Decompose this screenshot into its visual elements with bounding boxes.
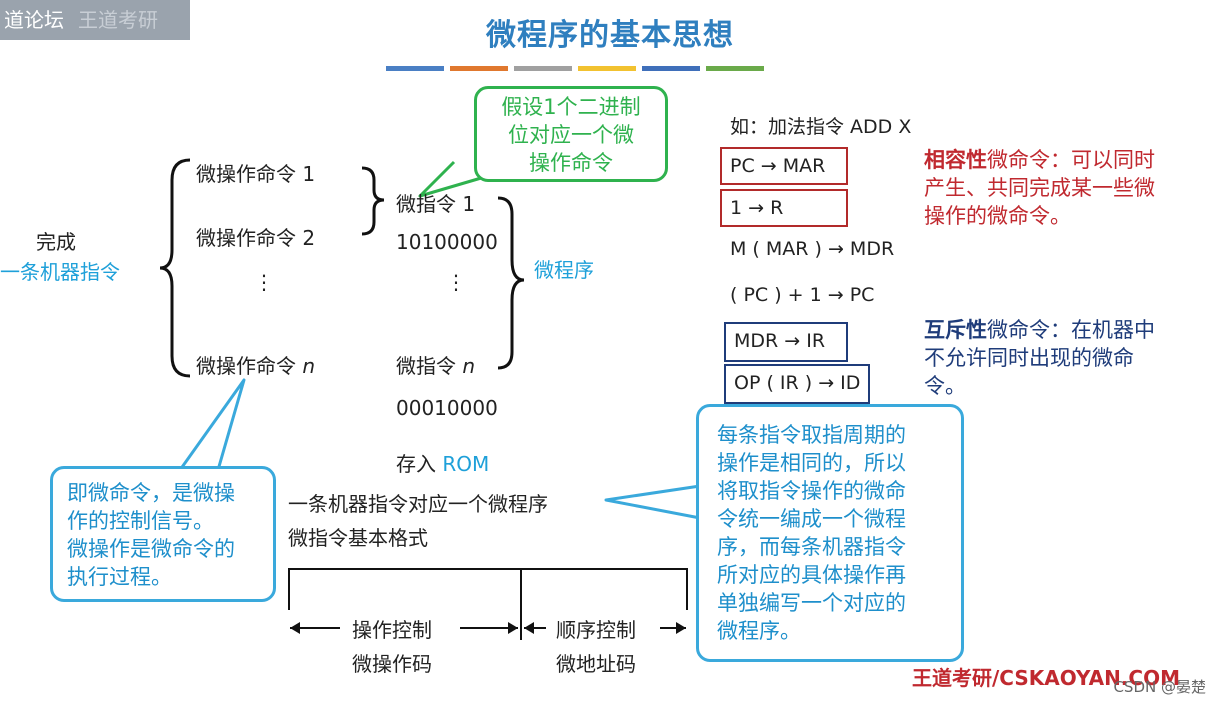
right-callout-line-8: 微程序。 xyxy=(717,619,801,643)
field-control-top: 操作控制 xyxy=(352,618,432,642)
right-callout-line-6: 所对应的具体操作再 xyxy=(717,563,906,587)
micro-command-callout: 即微命令，是微操 作的控制信号。 微操作是微命令的 执行过程。 xyxy=(50,466,276,602)
step-m-mar-mdr: M ( MAR ) → MDR xyxy=(730,238,895,260)
micro-instr-n: 微指令 n xyxy=(396,350,475,379)
format-table-divider xyxy=(520,568,522,640)
micro-op-n-label: 微操作命令 xyxy=(196,354,296,378)
micro-op-n: 微操作命令 n xyxy=(196,350,315,379)
right-callout-line-7: 单独编写一个对应的 xyxy=(717,591,906,615)
right-callout-line-3: 将取指令操作的微命 xyxy=(717,479,906,503)
left-callout-line-3: 微操作是微命令的 xyxy=(67,537,235,561)
format-table xyxy=(288,568,688,610)
divider-seg-5 xyxy=(642,66,700,71)
watermark-text: 道论坛 xyxy=(4,8,64,32)
left-callout-line-4: 执行过程。 xyxy=(67,565,172,589)
compatible-term: 相容性 xyxy=(924,148,987,172)
step-pc-mar: PC → MAR xyxy=(720,147,848,185)
divider-seg-3 xyxy=(514,66,572,71)
micro-instr-n-var: n xyxy=(462,354,476,378)
right-bubble-tail xyxy=(604,484,701,520)
field-seq-bottom: 微地址码 xyxy=(556,652,636,676)
right-callout-line-4: 令统一编成一个微程 xyxy=(717,507,906,531)
csdn-credit: CSDN @晏楚 xyxy=(1113,678,1206,696)
one-machine-instr-label: 一条机器指令 xyxy=(0,260,120,284)
step-pc-plus-1: ( PC ) + 1 → PC xyxy=(730,284,875,306)
compatible-desc: 微命令：可以同时产生、共同完成某一些微操作的微命令。 xyxy=(924,148,1155,228)
right-callout-line-2: 操作是相同的，所以 xyxy=(717,451,906,475)
left-bubble-tail xyxy=(178,378,246,471)
complete-label: 完成 xyxy=(36,230,76,254)
green-callout: 假设1个二进制 位对应一个微 操作命令 xyxy=(474,86,668,182)
exclusive-term: 互斥性 xyxy=(924,318,987,342)
micro-instr-n-label: 微指令 xyxy=(396,354,456,378)
step-1-r: 1 → R xyxy=(720,189,848,227)
title-divider xyxy=(386,66,764,71)
step-mdr-ir: MDR → IR xyxy=(724,322,848,362)
green-callout-line-1: 假设1个二进制 xyxy=(501,95,641,119)
right-callout-line-1: 每条指令取指周期的 xyxy=(717,423,906,447)
fetch-cycle-callout: 每条指令取指周期的 操作是相同的，所以 将取指令操作的微命 令统一编成一个微程 … xyxy=(696,404,964,662)
small-brace xyxy=(361,166,385,236)
micro-instr-1: 微指令 1 xyxy=(396,192,476,216)
example-heading: 如：加法指令 ADD X xyxy=(730,116,912,138)
store-rom: 存入 ROM xyxy=(396,448,489,477)
micro-program-label: 微程序 xyxy=(534,258,594,282)
divider-seg-1 xyxy=(386,66,444,71)
rom-label: ROM xyxy=(442,452,490,476)
program-brace xyxy=(497,196,525,370)
left-callout-line-1: 即微命令，是微操 xyxy=(67,481,235,505)
bits-1: 10100000 xyxy=(396,230,498,254)
green-bubble-tail xyxy=(418,160,489,198)
divider-seg-2 xyxy=(450,66,508,71)
right-callout-line-5: 序，而每条机器指令 xyxy=(717,535,906,559)
watermark-faint: 王道考研 xyxy=(78,8,158,32)
field-control-bottom: 微操作码 xyxy=(352,652,432,676)
left-brace xyxy=(159,158,191,378)
micro-op-2: 微操作命令 2 xyxy=(196,226,316,250)
green-callout-line-2: 位对应一个微 xyxy=(508,123,634,147)
micro-op-n-var: n xyxy=(302,354,316,378)
footer-brand: 王道考研/CSKAOYAN.COM xyxy=(912,666,1180,690)
step-op-ir-id: OP ( IR ) → ID xyxy=(724,364,870,404)
bits-n: 00010000 xyxy=(396,396,498,420)
store-prefix: 存入 xyxy=(396,452,436,476)
green-callout-line-3: 操作命令 xyxy=(529,151,613,175)
compatible-note: 相容性微命令：可以同时产生、共同完成某一些微操作的微命令。 xyxy=(924,146,1174,230)
exclusive-desc: 微命令：在机器中不允许同时出现的微命令。 xyxy=(924,318,1155,398)
format-title: 微指令基本格式 xyxy=(288,526,428,550)
divider-seg-4 xyxy=(578,66,636,71)
exclusive-note: 互斥性微命令：在机器中不允许同时出现的微命令。 xyxy=(924,316,1174,400)
micro-op-dots: ⋮ xyxy=(254,270,274,294)
micro-op-1: 微操作命令 1 xyxy=(196,162,316,186)
one-instr-one-program: 一条机器指令对应一个微程序 xyxy=(288,492,548,516)
micro-instr-dots: ⋮ xyxy=(446,270,466,294)
watermark: 道论坛王道考研 xyxy=(0,0,190,40)
field-seq-top: 顺序控制 xyxy=(556,618,636,642)
divider-seg-6 xyxy=(706,66,764,71)
slide-title: 微程序的基本思想 xyxy=(486,18,734,53)
left-callout-line-2: 作的控制信号。 xyxy=(67,509,214,533)
